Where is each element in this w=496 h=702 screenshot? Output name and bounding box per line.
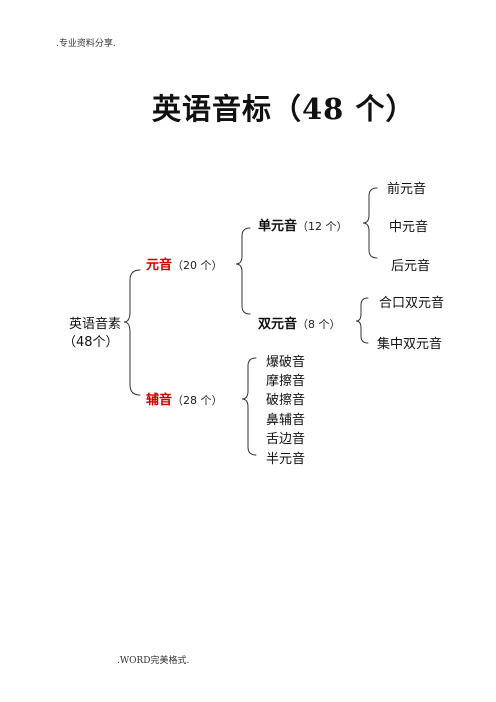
consonants-node: 辅音（28 个） [146, 389, 223, 408]
root-label: 英语音素 [69, 317, 122, 332]
list-item: 中元音 [389, 220, 429, 235]
page-title: 英语音标（48 个） [152, 92, 416, 126]
monophthongs-label: 单元音 [258, 219, 298, 234]
list-item: 舌边音 [266, 432, 306, 447]
brace-root [123, 269, 141, 396]
vowels-count: （20 个） [172, 259, 223, 272]
list-item: 鼻辅音 [266, 413, 306, 428]
list-item: 前元音 [387, 182, 427, 197]
brace-diphthongs [355, 297, 369, 344]
brace-vowels [235, 227, 251, 315]
list-item: 摩擦音 [266, 374, 306, 389]
vowels-label: 元音 [146, 258, 173, 273]
vowels-node: 元音（20 个） [146, 254, 223, 273]
list-item: 后元音 [391, 259, 431, 274]
footer-note: .WORD完美格式. [117, 656, 190, 666]
monophthongs-node: 单元音（12 个） [258, 215, 348, 234]
diphthongs-label: 双元音 [258, 317, 298, 332]
diphthongs-count: （8 个） [297, 318, 341, 331]
consonants-count: （28 个） [172, 394, 223, 407]
monophthongs-count: （12 个） [297, 220, 348, 233]
root-count: （48个） [63, 335, 119, 350]
consonants-label: 辅音 [146, 393, 173, 408]
list-item: 破擦音 [266, 393, 306, 408]
list-item: 合口双元音 [379, 296, 445, 311]
brace-monophthongs [362, 187, 378, 259]
header-note: .专业资料分享. [56, 39, 116, 49]
list-item: 爆破音 [266, 355, 306, 370]
list-item: 集中双元音 [377, 337, 443, 352]
diphthongs-node: 双元音（8 个） [258, 313, 341, 332]
list-item: 半元音 [266, 452, 306, 467]
brace-consonants [241, 357, 257, 456]
